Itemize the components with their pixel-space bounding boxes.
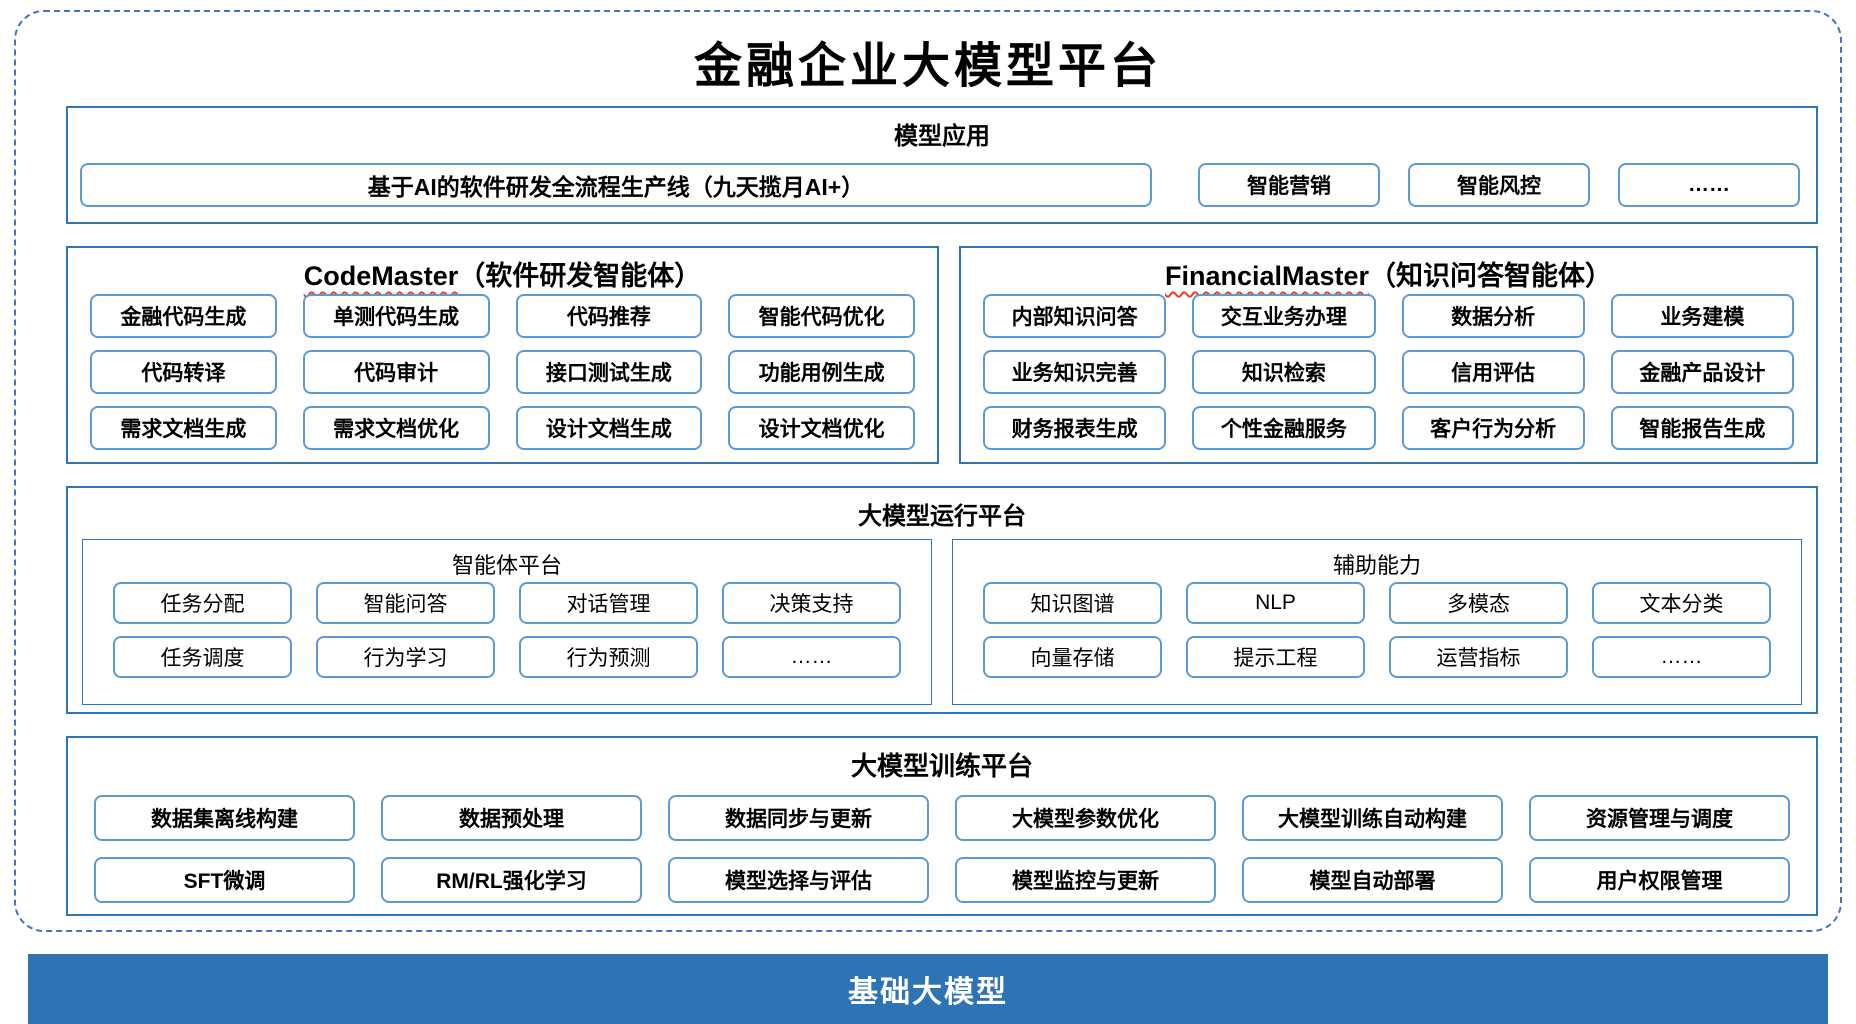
- codemaster-node: 代码转译: [90, 350, 277, 394]
- financialmaster-node: 业务建模: [1610, 294, 1794, 338]
- section-training-platform: 大模型训练平台 数据集离线构建 数据预处理 数据同步与更新 大模型参数优化 大模…: [66, 736, 1818, 916]
- aux-capability-node: 知识图谱: [983, 582, 1162, 624]
- model-applications-header: 模型应用: [894, 123, 990, 150]
- aux-capability-node: 多模态: [1389, 582, 1568, 624]
- training-node: 模型选择与评估: [668, 857, 929, 903]
- training-node: RM/RL强化学习: [381, 857, 642, 903]
- codemaster-node: 代码审计: [302, 350, 490, 394]
- codemaster-node: 设计文档优化: [728, 406, 915, 450]
- financialmaster-header: FinancialMaster（知识问答智能体）: [961, 248, 1816, 292]
- agent-platform-node: 决策支持: [722, 582, 901, 624]
- agent-platform-node: 对话管理: [519, 582, 698, 624]
- agent-platform-grid: 任务分配 智能问答 对话管理 决策支持 任务调度 行为学习 行为预测 ……: [83, 582, 931, 678]
- codemaster-title-zh: （软件研发智能体）: [458, 261, 702, 291]
- training-node: 数据预处理: [381, 795, 642, 841]
- codemaster-node: 智能代码优化: [728, 294, 915, 338]
- financialmaster-node: 数据分析: [1401, 294, 1585, 338]
- codemaster-node: 接口测试生成: [515, 350, 703, 394]
- financialmaster-node: 金融产品设计: [1610, 350, 1794, 394]
- agent-platform-node: 行为预测: [519, 636, 698, 678]
- section-financialmaster: FinancialMaster（知识问答智能体） 内部知识问答 交互业务办理 数…: [959, 246, 1818, 464]
- codemaster-title-en: CodeMaster: [303, 261, 459, 291]
- agent-platform-node: 行为学习: [316, 636, 495, 678]
- section-runtime-platform: 大模型运行平台 智能体平台 任务分配 智能问答 对话管理 决策支持 任务调度 行…: [66, 486, 1818, 714]
- training-node: 大模型训练自动构建: [1242, 795, 1503, 841]
- training-node: SFT微调: [94, 857, 355, 903]
- financialmaster-node: 交互业务办理: [1192, 294, 1376, 338]
- node-ai-software-pipeline: 基于AI的软件研发全流程生产线（九天揽月AI+）: [80, 163, 1152, 207]
- base-model-label: 基础大模型: [848, 976, 1008, 1009]
- financialmaster-node: 智能报告生成: [1610, 406, 1794, 450]
- aux-capabilities-header: 辅助能力: [1332, 553, 1421, 578]
- agent-platform-header: 智能体平台: [451, 553, 562, 578]
- financialmaster-node: 个性金融服务: [1192, 406, 1376, 450]
- codemaster-node: 金融代码生成: [90, 294, 277, 338]
- training-node: 大模型参数优化: [955, 795, 1216, 841]
- codemaster-grid: 金融代码生成 单测代码生成 代码推荐 智能代码优化 代码转译 代码审计 接口测试…: [68, 292, 937, 450]
- financialmaster-title-en: FinancialMaster: [1164, 261, 1370, 291]
- codemaster-node: 需求文档生成: [90, 406, 277, 450]
- training-node: 数据同步与更新: [668, 795, 929, 841]
- training-platform-header: 大模型训练平台: [850, 751, 1033, 781]
- codemaster-node: 单测代码生成: [302, 294, 490, 338]
- base-model-bar: 基础大模型: [28, 954, 1828, 1024]
- financialmaster-node: 知识检索: [1192, 350, 1376, 394]
- training-node: 模型监控与更新: [955, 857, 1216, 903]
- model-applications-row: 基于AI的软件研发全流程生产线（九天揽月AI+） 智能营销 智能风控 ……: [80, 163, 1804, 207]
- codemaster-node: 功能用例生成: [728, 350, 915, 394]
- node-smart-marketing: 智能营销: [1198, 163, 1380, 207]
- financialmaster-title-zh: （知识问答智能体）: [1369, 261, 1613, 291]
- codemaster-header: CodeMaster（软件研发智能体）: [68, 248, 937, 292]
- agent-platform-node: 智能问答: [316, 582, 495, 624]
- node-app-ellipsis: ……: [1618, 163, 1800, 207]
- node-smart-risk-control: 智能风控: [1408, 163, 1590, 207]
- page-title: 金融企业大模型平台: [693, 38, 1162, 94]
- aux-capability-node: 向量存储: [983, 636, 1162, 678]
- financialmaster-node: 财务报表生成: [983, 406, 1167, 450]
- training-node: 数据集离线构建: [94, 795, 355, 841]
- training-node: 用户权限管理: [1529, 857, 1790, 903]
- codemaster-node: 设计文档生成: [515, 406, 703, 450]
- agent-platform-node: ……: [722, 636, 901, 678]
- aux-capability-node: 文本分类: [1592, 582, 1771, 624]
- section-model-applications: 模型应用 基于AI的软件研发全流程生产线（九天揽月AI+） 智能营销 智能风控 …: [66, 106, 1818, 224]
- subsection-agent-platform: 智能体平台 任务分配 智能问答 对话管理 决策支持 任务调度 行为学习 行为预测…: [82, 539, 932, 705]
- codemaster-node: 需求文档优化: [302, 406, 490, 450]
- financialmaster-node: 业务知识完善: [983, 350, 1167, 394]
- aux-capability-node: 提示工程: [1186, 636, 1365, 678]
- financialmaster-node: 客户行为分析: [1401, 406, 1585, 450]
- aux-capabilities-grid: 知识图谱 NLP 多模态 文本分类 向量存储 提示工程 运营指标 ……: [953, 582, 1801, 678]
- agent-platform-node: 任务调度: [113, 636, 292, 678]
- section-codemaster: CodeMaster（软件研发智能体） 金融代码生成 单测代码生成 代码推荐 智…: [66, 246, 939, 464]
- runtime-row: 智能体平台 任务分配 智能问答 对话管理 决策支持 任务调度 行为学习 行为预测…: [82, 539, 1802, 705]
- financialmaster-grid: 内部知识问答 交互业务办理 数据分析 业务建模 业务知识完善 知识检索 信用评估…: [961, 292, 1816, 450]
- aux-capability-node: NLP: [1186, 582, 1365, 624]
- agent-platform-node: 任务分配: [113, 582, 292, 624]
- financialmaster-node: 内部知识问答: [983, 294, 1167, 338]
- subsection-aux-capabilities: 辅助能力 知识图谱 NLP 多模态 文本分类 向量存储 提示工程 运营指标 ……: [952, 539, 1802, 705]
- agents-row: CodeMaster（软件研发智能体） 金融代码生成 单测代码生成 代码推荐 智…: [66, 246, 1818, 464]
- outer-dashed-frame: [14, 10, 1842, 932]
- training-node: 资源管理与调度: [1529, 795, 1790, 841]
- training-platform-grid: 数据集离线构建 数据预处理 数据同步与更新 大模型参数优化 大模型训练自动构建 …: [94, 795, 1790, 903]
- financialmaster-node: 信用评估: [1401, 350, 1585, 394]
- aux-capability-node: 运营指标: [1389, 636, 1568, 678]
- codemaster-node: 代码推荐: [515, 294, 703, 338]
- runtime-platform-header: 大模型运行平台: [858, 503, 1026, 530]
- aux-capability-node: ……: [1592, 636, 1771, 678]
- training-node: 模型自动部署: [1242, 857, 1503, 903]
